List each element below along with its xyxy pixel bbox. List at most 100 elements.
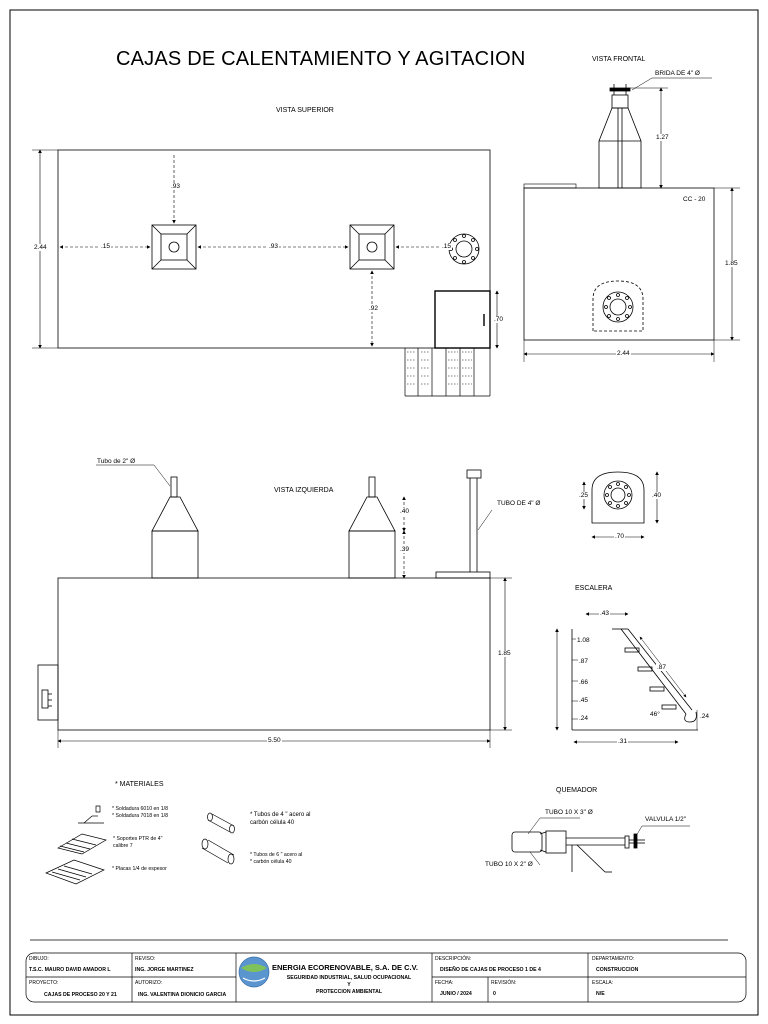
door — [434, 290, 491, 349]
material-plates: * Placas 1/4 de espesor — [112, 866, 167, 872]
top-view-label: VISTA SUPERIOR — [276, 107, 334, 114]
dim-front-width: 2.44 — [616, 350, 631, 357]
tower-left — [151, 476, 199, 579]
drawn-by-value: T.S.C. MAURO DAVID AMADOR L — [29, 967, 111, 973]
dim-bottom-offset: .92 — [368, 305, 380, 312]
description-value: DISEÑO DE CAJAS DE PROCESO 1 DE 4 — [440, 967, 541, 973]
material-pipe-4: * Tubos de 4 " acero al carbón célula 40 — [250, 812, 311, 826]
agitator-left — [151, 224, 197, 270]
dim-base-height: .39 — [399, 546, 411, 553]
dim-width-superior: 2.44 — [33, 244, 48, 251]
revision-value: 0 — [493, 991, 496, 997]
pipe-2-label: Tubo de 2" Ø — [97, 458, 136, 465]
front-view-label: VISTA FRONTAL — [592, 56, 646, 63]
dim-top-offset: .93 — [170, 183, 182, 190]
burner-valve: VALVULA 1/2" — [645, 816, 687, 823]
revision-label: REVISIÓN: — [491, 980, 517, 986]
dim-stair-base: .31 — [617, 738, 629, 745]
project-value: CAJAS DE PROCESO 20 Y 21 — [44, 992, 117, 998]
left-view-box — [57, 577, 491, 731]
top-view — [32, 149, 499, 397]
date-label: FECHA: — [435, 980, 454, 986]
material-pipe-6: * Tubos de 6 " acero al * carbón célula … — [250, 852, 303, 865]
left-view-label: VISTA IZQUIERDA — [274, 487, 334, 494]
ptr-profile-icon — [57, 833, 107, 855]
scale-value: N/E — [596, 991, 605, 997]
stair-step — [649, 686, 665, 692]
stair-step — [637, 666, 653, 672]
burner-tube-bottom: TUBO 10 X 2" Ø — [485, 861, 533, 868]
dim-side-left: .15 — [100, 243, 112, 250]
tower-right — [348, 476, 396, 579]
flange-label: BRIDA DE 4" Ø — [655, 70, 700, 77]
department-value: CONSTRUCCION — [596, 967, 639, 973]
company-name: ENERGIA ECORENOVABLE, S.A. DE C.V. — [272, 963, 418, 972]
department-label: DEPARTAMENTO: — [592, 956, 635, 962]
pipe-4-label: TUBO DE 4" Ø — [497, 500, 541, 507]
stack-pipe — [435, 469, 491, 579]
burner-box-side — [37, 664, 59, 721]
dim-between: .93 — [268, 243, 280, 250]
plate-icon — [45, 859, 105, 885]
equipment-code: CC - 20 — [683, 196, 706, 203]
stair-angle: 46° — [650, 711, 660, 718]
drawn-by-label: DIBUJO: — [29, 956, 49, 962]
burner-arch — [592, 280, 644, 332]
materials-icons — [45, 805, 235, 885]
dim-stair-foot: .24 — [699, 713, 711, 720]
top-view-box — [57, 149, 491, 349]
left-view — [37, 464, 512, 748]
stair-step-dim: 1.08 — [576, 637, 591, 644]
stair-step-dim: .24 — [578, 715, 590, 722]
burner-view-label: QUEMADOR — [556, 787, 598, 794]
burner-assembly — [511, 817, 690, 873]
description-label: DESCRIPCIÓN: — [435, 956, 472, 962]
material-ptr: * Soportes PTR de 4" calibre 7 — [113, 836, 163, 849]
company-subtitle: SEGURIDAD INDUSTRIAL, SALUD OCUPACIONAL … — [286, 975, 412, 995]
pipe-6-icon — [201, 838, 235, 865]
burner-detail — [582, 471, 659, 539]
flange-top — [448, 233, 480, 265]
front-view-box — [523, 187, 715, 341]
reviewed-by-label: REVISO: — [135, 956, 156, 962]
sheet-border — [9, 9, 759, 1016]
agitator-right — [349, 224, 395, 270]
materials-heading: * MATERIALES — [115, 781, 164, 788]
material-welding: * Soldadura 6010 en 1/8 * Soldadura 7018… — [112, 806, 168, 819]
authorized-value: ING. VALENTINA DIONICIO GARCIA — [138, 992, 227, 998]
burner-detail-arch — [591, 471, 645, 524]
front-view — [523, 77, 740, 362]
dim-door: .70 — [493, 316, 505, 323]
dim-stair-diagonal: .87 — [656, 664, 668, 671]
welding-icon — [78, 805, 104, 824]
dim-front-height: 1.85 — [724, 260, 739, 267]
ladder-top — [404, 348, 491, 397]
stair-view-label: ESCALERA — [575, 585, 613, 592]
stair-step-dim: .87 — [578, 658, 590, 665]
authorized-label: AUTORIZO: — [135, 980, 163, 986]
dim-stack-height: 1.27 — [655, 134, 670, 141]
scale-label: ESCALA: — [592, 980, 614, 986]
dim-stair-top: .43 — [599, 610, 611, 617]
dim-burner-height: .25 — [578, 492, 590, 499]
project-label: PROYECTO: — [29, 980, 59, 986]
dim-left-height: 1.85 — [497, 650, 512, 657]
dim-cone-height: .40 — [399, 508, 411, 515]
dim-left-length: 5.50 — [267, 737, 282, 744]
pipe-4-icon — [207, 812, 235, 834]
date-value: JUNIO / 2024 — [440, 991, 472, 997]
drawing-title: CAJAS DE CALENTAMIENTO Y AGITACION — [116, 48, 526, 70]
stair-step-dim: .66 — [578, 679, 590, 686]
stair-view — [555, 612, 698, 744]
stair-step-dim: .45 — [578, 697, 590, 704]
burner-tube-top: TUBO 10 X 3" Ø — [545, 809, 593, 816]
reviewed-by-value: ING. JORGE MARTINEZ — [135, 967, 194, 973]
dim-side-right: .15 — [441, 243, 453, 250]
stair-step — [624, 647, 640, 653]
stair-step — [661, 704, 677, 710]
dim-burner-top: .40 — [651, 492, 663, 499]
title-block — [25, 939, 747, 1003]
dim-burner-width: .70 — [614, 533, 626, 540]
stack — [598, 107, 642, 189]
